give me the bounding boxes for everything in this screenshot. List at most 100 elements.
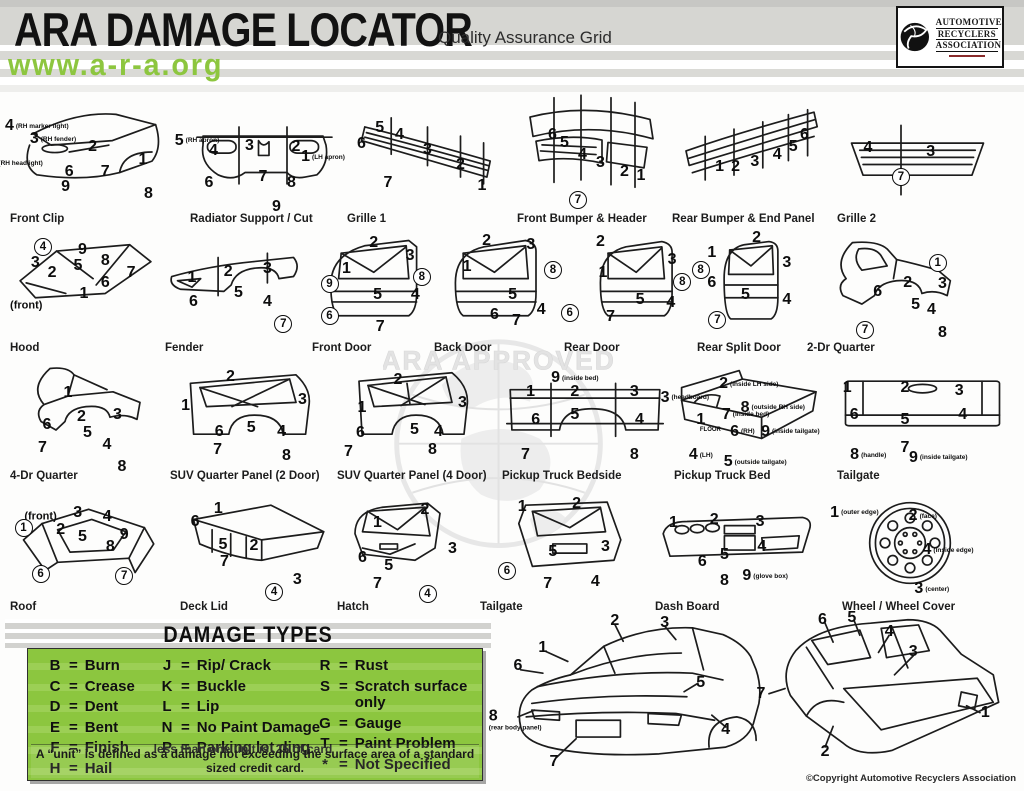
damage-zone-label: 8: [691, 260, 710, 279]
damage-zone-label: 5: [410, 420, 419, 438]
panel-caption: Radiator Support / Cut: [190, 213, 313, 225]
damage-zone-label: 5: [548, 542, 558, 560]
damage-zone-label: 9(inside tailgate): [761, 422, 820, 440]
panel-caption: Hatch: [337, 601, 369, 613]
sedan-overview-drawing: [493, 606, 770, 774]
page-title: ARA DAMAGE LOCATOR: [14, 3, 473, 56]
damage-zone-label: 7: [115, 567, 134, 586]
roof-drawing: [8, 495, 163, 597]
panel-pickup-bed: Pickup Truck Bed 3(headboard)2(inside LH…: [661, 360, 832, 482]
pickup-bed-drawing: [672, 360, 832, 466]
panel-caption: Pickup Truck Bed: [674, 470, 771, 482]
damage-zone-label: 3: [660, 613, 670, 631]
damage-zone-label: 4: [410, 286, 420, 304]
damage-zone-label: 6: [707, 274, 717, 292]
ara-association-logo: AUTOMOTIVE RECYCLERS ASSOCIATION: [896, 6, 1004, 68]
damage-zone-label: 1: [696, 410, 706, 428]
damage-zone-label: 4: [536, 301, 546, 319]
legend-item: P=Parking lot ding: [161, 739, 311, 756]
fender-drawing: [163, 232, 308, 338]
damage-zone-label: 3: [73, 503, 83, 521]
front-bumper-drawing: [515, 88, 665, 209]
damage-zone-label: 3: [292, 570, 302, 588]
damage-zone-label: 1: [636, 166, 646, 184]
damage-zone-label: 8: [938, 324, 947, 342]
damage-zone-label: 4: [102, 436, 112, 454]
rear-split-door-drawing: [695, 232, 807, 338]
damage-zone-label: 8: [105, 537, 115, 555]
damage-zone-label: 7: [900, 438, 910, 456]
damage-zone-label: 8: [719, 572, 729, 590]
4dr-quarter-drawing: [8, 360, 158, 466]
legend-item: C=Crease: [49, 677, 135, 695]
damage-zone-label: 7: [512, 312, 521, 330]
damage-zone-label: 3: [926, 142, 936, 160]
damage-zone-label: 3(RH fender): [29, 130, 77, 148]
damage-zone-label: 1: [668, 514, 678, 532]
legend-item: *=Not Specified: [322, 755, 451, 773]
damage-zone-label: 7: [549, 753, 559, 771]
rear-door-drawing: [562, 232, 690, 338]
panel-caption: Front Clip: [10, 213, 65, 225]
svg-text:ARA APPROVED: ARA APPROVED: [383, 345, 616, 375]
tailgate-truck-drawing: [835, 360, 1010, 466]
damage-zone-label: 9: [320, 275, 339, 294]
damage-zone-label: 8(rear body panel): [488, 707, 542, 732]
front-clip-drawing: [8, 95, 188, 209]
panel-caption: Back Door: [434, 342, 492, 354]
damage-zone-label: 9: [78, 241, 87, 259]
damage-zone-label: 2: [731, 158, 741, 176]
damage-zone-label: 1: [462, 258, 472, 276]
damage-zone-label: 4: [757, 537, 767, 555]
globe-icon: [900, 22, 929, 52]
damage-zone-label: 4: [772, 146, 782, 164]
damage-zone-label: 4(LH): [688, 446, 713, 464]
damage-zone-label: 3: [458, 393, 467, 411]
damage-zone-label: 4: [262, 292, 272, 310]
damage-zone-label: 8: [281, 447, 291, 465]
panel-caption: Front Door: [312, 342, 372, 354]
legend-item: K=Buckle: [161, 677, 246, 695]
damage-zone-label: 6: [513, 657, 523, 675]
damage-zone-label: 6: [214, 422, 224, 440]
damage-zone-label: 2: [570, 382, 580, 400]
panel-caption: Rear Bumper & End Panel: [672, 213, 815, 225]
damage-zone-label: 6: [320, 307, 339, 326]
damage-zone-label: 9(glove box): [742, 567, 788, 585]
damage-zone-label: 5: [73, 257, 83, 275]
damage-zone-label: 9(inside bed): [551, 369, 599, 387]
damage-zone-label: 9: [272, 197, 281, 215]
damage-zone-label: 4: [434, 422, 443, 440]
damage-zone-label: 1: [213, 500, 223, 518]
damage-zone-label: 4: [884, 622, 894, 640]
damage-zone-label: 6: [188, 292, 198, 310]
damage-zone-label: 5: [83, 424, 92, 442]
legend-footnote: A “unit” is defined as a damage not exce…: [31, 744, 479, 778]
damage-zone-label: 7: [606, 308, 616, 326]
damage-zone-label: 6: [100, 274, 110, 292]
header-band: ARA DAMAGE LOCATOR Quality Assurance Gri…: [0, 0, 1024, 92]
hood-drawing: [8, 232, 160, 338]
suv-quarter-4dr-drawing: [335, 360, 485, 466]
damage-zone-label: 1: [526, 382, 536, 400]
damage-zone-label: 6: [31, 565, 50, 584]
pickup-bedside-drawing: [500, 360, 670, 466]
damage-zone-label: 5: [696, 674, 706, 692]
damage-zone-label: 4: [666, 293, 676, 311]
damage-zone-label: 5: [847, 609, 857, 627]
damage-zone-label: 7: [375, 318, 385, 336]
damage-zone-label: 1: [842, 379, 852, 397]
damage-zone-label: 3: [405, 247, 415, 265]
